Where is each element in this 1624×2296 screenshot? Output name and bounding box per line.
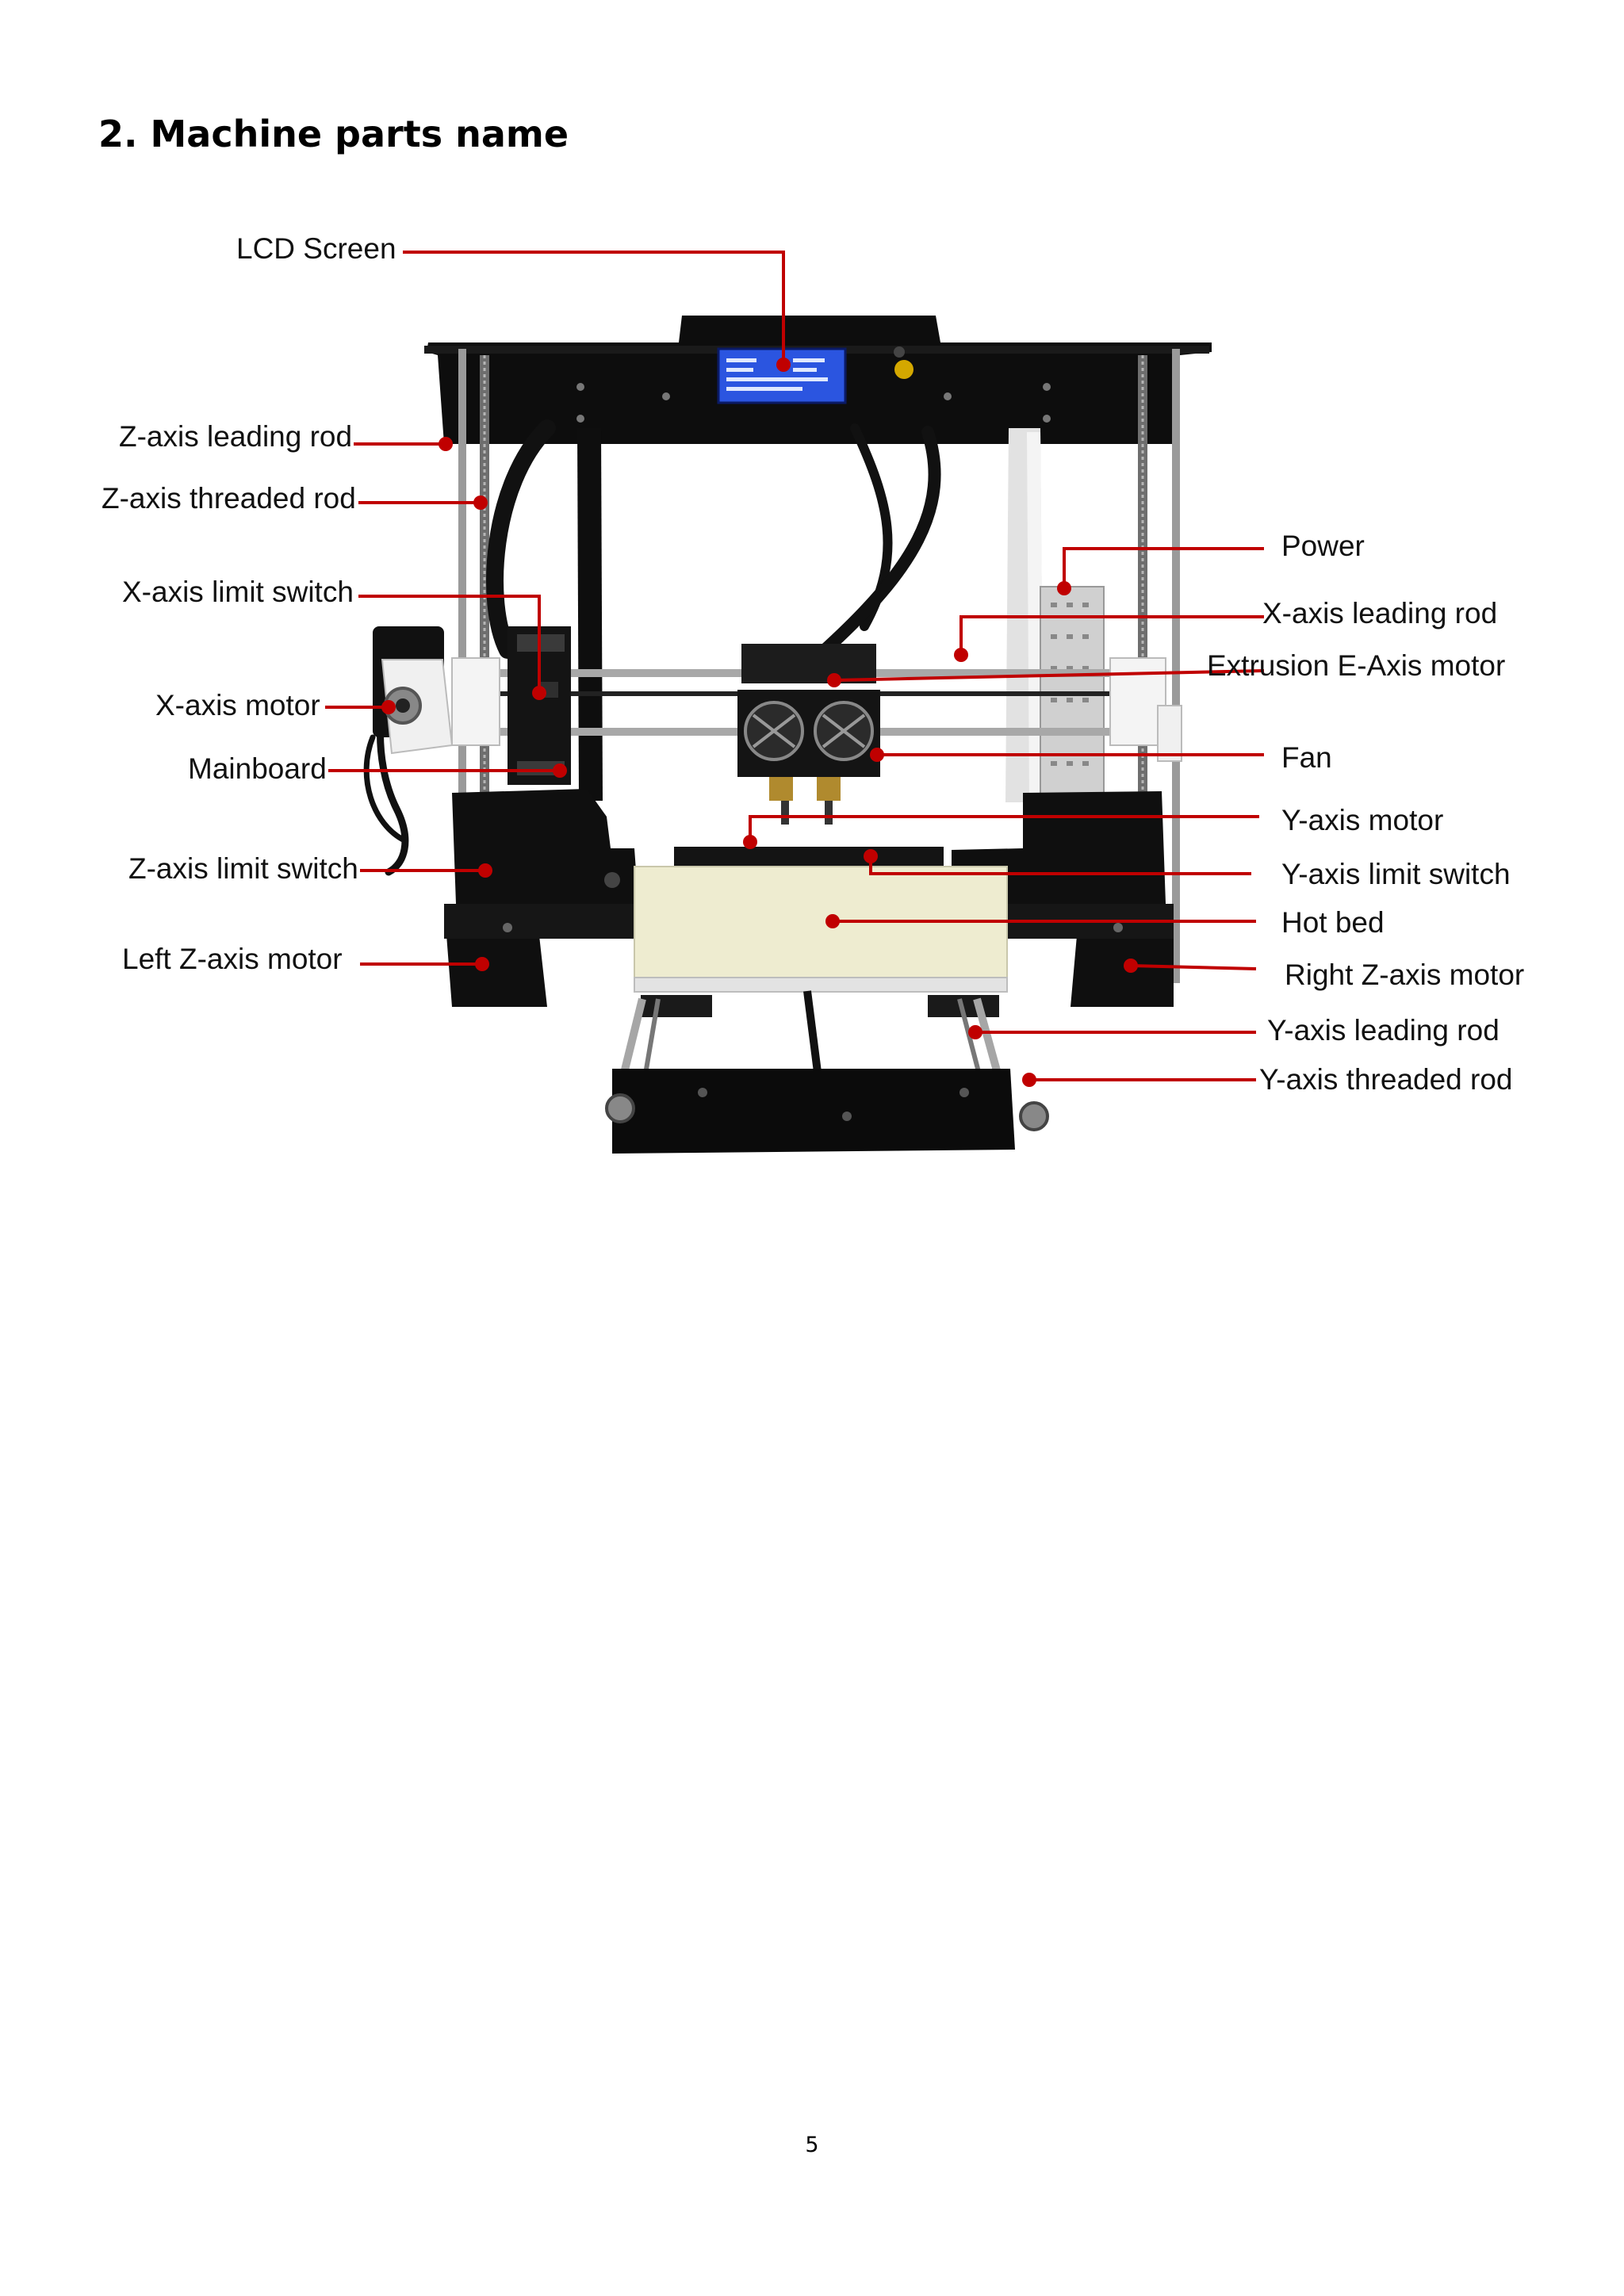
label-power: Power: [1281, 530, 1365, 562]
page-number: 5: [805, 2133, 819, 2157]
label-left-z-axis-motor: Left Z-axis motor: [122, 943, 343, 975]
printer-diagram: [325, 251, 1265, 1154]
label-z-axis-limit-switch: Z-axis limit switch: [128, 852, 358, 885]
label-z-axis-leading-rod: Z-axis leading rod: [119, 420, 353, 453]
callouts-left: [325, 251, 785, 966]
label-fan: Fan: [1281, 741, 1332, 774]
label-z-axis-threaded-rod: Z-axis threaded rod: [102, 482, 356, 515]
label-hot-bed: Hot bed: [1281, 906, 1385, 939]
label-x-axis-motor: X-axis motor: [155, 689, 320, 721]
hot-bed: [634, 866, 1008, 1017]
page-title: 2. Machine parts name: [98, 113, 569, 155]
callouts-right: [749, 547, 1265, 1081]
label-extrusion-e-axis-motor: Extrusion E-Axis motor: [1207, 649, 1506, 682]
cables: [363, 419, 941, 876]
label-y-axis-leading-rod: Y-axis leading rod: [1267, 1014, 1500, 1047]
label-lcd-screen: LCD Screen: [236, 232, 396, 265]
label-x-axis-leading-rod: X-axis leading rod: [1262, 597, 1498, 629]
label-right-z-axis-motor: Right Z-axis motor: [1285, 959, 1525, 991]
label-y-axis-limit-switch: Y-axis limit switch: [1281, 858, 1511, 890]
extruder-assembly: [737, 644, 880, 825]
callout-dots-left: [381, 358, 791, 971]
label-y-axis-threaded-rod: Y-axis threaded rod: [1259, 1063, 1513, 1096]
callout-dots-right: [743, 581, 1138, 1087]
front-frame: [605, 1069, 1049, 1154]
label-y-axis-motor: Y-axis motor: [1281, 804, 1444, 836]
label-x-axis-limit-switch: X-axis limit switch: [122, 576, 354, 608]
label-mainboard: Mainboard: [188, 752, 327, 785]
